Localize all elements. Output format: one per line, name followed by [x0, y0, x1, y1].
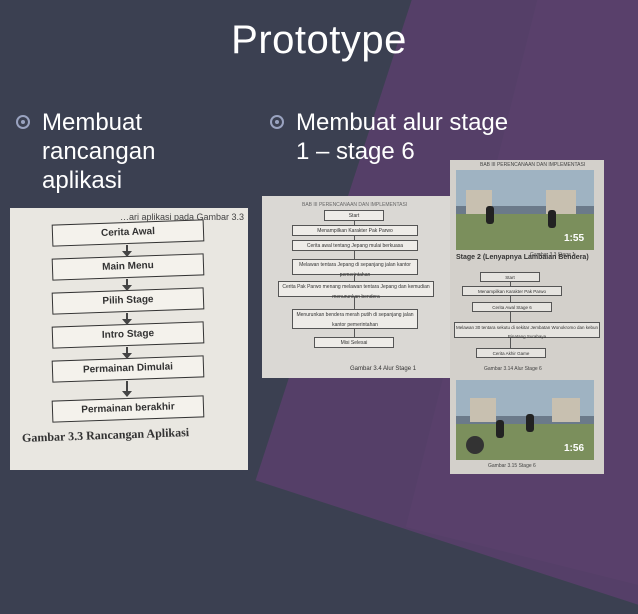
- flow-step: Main Menu: [51, 253, 205, 281]
- photo-caption: Gambar 3.4 Alur Stage 1: [350, 366, 417, 372]
- connector: [354, 251, 355, 259]
- arrow-down-icon: [122, 279, 132, 291]
- connector: [510, 312, 511, 322]
- bullet-icon: [16, 115, 30, 129]
- stage-label: Stage 2 (Lenyapnya Lambaian Bendera): [456, 254, 589, 261]
- bullet-item: Membuat alur stage 1 – stage 6: [270, 108, 610, 166]
- game-screenshot: 1:56: [456, 380, 594, 460]
- flow-step: Melawan tentara Jepang di sepanjang jala…: [292, 259, 418, 278]
- photo-header: BAB III PERENCANAAN DAN IMPLEMENTASI: [302, 202, 408, 208]
- flow-step: Misi Selesai: [314, 337, 394, 348]
- photo-caption: Gambar 3.15 Stage 6: [488, 463, 536, 469]
- connector: [510, 282, 511, 286]
- game-screenshot: 1:55: [456, 170, 594, 250]
- arrow-down-icon: [122, 245, 132, 257]
- connector: [354, 236, 355, 240]
- connector: [354, 221, 355, 225]
- flow-step: Start: [480, 272, 540, 282]
- arrow-down-icon: [122, 347, 132, 359]
- character-icon: [548, 210, 556, 228]
- bullet-text: Membuat alur stage 1 – stage 6: [296, 109, 509, 165]
- photo-caption: Gambar 3.14 Alur Stage 6: [484, 366, 542, 372]
- flow-step: Permainan berakhir: [51, 395, 205, 423]
- timer-text: 1:55: [563, 233, 584, 244]
- flow-step: Permainan Dimulai: [51, 355, 205, 383]
- flow-step: Menampilkan Karakter Pak Parwo: [462, 286, 562, 296]
- arrow-down-icon: [122, 313, 132, 325]
- slide-title: Prototype: [231, 18, 407, 62]
- flow-step: Melawan 30 tentara sekutu di sekitar Jem…: [454, 322, 600, 339]
- photo-stage-1-flow: BAB III PERENCANAAN DAN IMPLEMENTASI Sta…: [262, 196, 450, 378]
- flow-step: Cerita Akhir Game: [476, 348, 546, 358]
- photo-header: …ari aplikasi pada Gambar 3.3: [120, 212, 245, 222]
- flow-step: Cerita Awal: [51, 219, 205, 247]
- connector: [354, 329, 355, 337]
- photo-application-design: …ari aplikasi pada Gambar 3.3 Cerita Awa…: [10, 208, 248, 470]
- flow-step: Cerita Pak Parwo menang melawan tentara …: [278, 281, 434, 300]
- connector: [510, 338, 511, 348]
- character-icon: [486, 206, 494, 224]
- character-icon: [496, 420, 504, 438]
- photo-header: BAB III PERENCANAAN DAN IMPLEMENTASI: [480, 162, 586, 168]
- arrow-down-icon: [122, 381, 132, 397]
- flow-step: Intro Stage: [51, 321, 205, 349]
- flow-step: Start: [324, 210, 384, 221]
- connector: [354, 275, 355, 281]
- flow-step: Menampilkan Karakter Pak Parwo: [292, 225, 418, 236]
- bullet-icon: [270, 115, 284, 129]
- flow-step: Pilih Stage: [51, 287, 205, 315]
- bullet-item: Membuat rancangan aplikasi: [16, 108, 246, 195]
- connector: [510, 296, 511, 302]
- character-icon: [526, 414, 534, 432]
- photo-caption: Gambar 3.3 Stage 1: [530, 252, 576, 258]
- joystick-icon: [466, 436, 484, 454]
- flow-step: Menurunkan bendera merah putih di sepanj…: [292, 309, 418, 329]
- photo-stage-6-flow: BAB III PERENCANAAN DAN IMPLEMENTASI 1:5…: [450, 160, 604, 474]
- connector: [354, 297, 355, 309]
- timer-text: 1:56: [563, 443, 584, 454]
- bullet-text: Membuat rancangan aplikasi: [42, 109, 156, 194]
- photo-caption: Gambar 3.3 Rancangan Aplikasi: [21, 425, 190, 445]
- flow-step: Cerita Awal Stage 6: [472, 302, 552, 312]
- flow-step: Cerita awal tentang Jepang mulai berkuas…: [292, 240, 418, 251]
